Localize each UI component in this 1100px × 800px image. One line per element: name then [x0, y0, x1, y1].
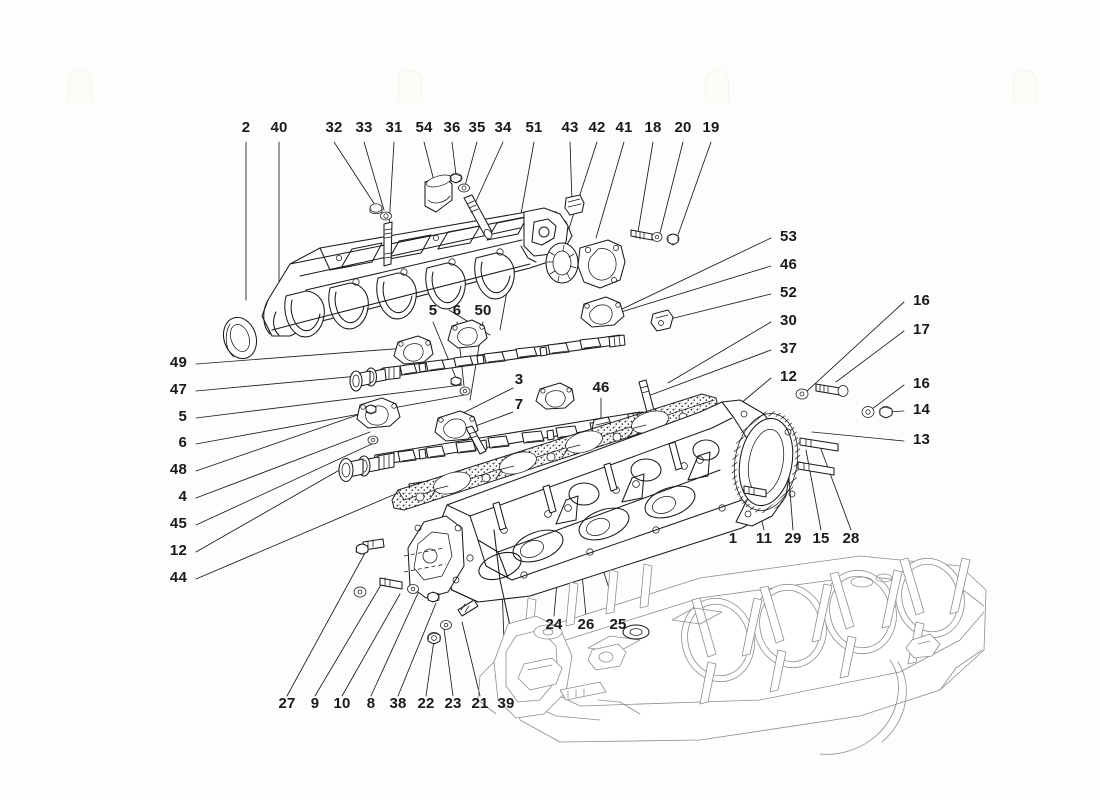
callout-label-23: 23 [444, 695, 462, 712]
callout-label-40: 40 [270, 119, 288, 136]
callout-label-38: 38 [389, 695, 407, 712]
callout-label-9: 9 [310, 695, 320, 712]
callout-label-8: 8 [366, 695, 376, 712]
callout-label-1: 1 [728, 530, 738, 547]
callout-label-34: 34 [494, 119, 512, 136]
callout-label-4: 4 [178, 488, 187, 505]
callout-label-36: 36 [443, 119, 461, 136]
sealing-plate [622, 624, 650, 640]
callout-label-49: 49 [169, 354, 187, 371]
front-cover-assembly [477, 615, 907, 755]
callout-label-24: 24 [545, 616, 563, 633]
callout-label-15: 15 [812, 530, 830, 547]
small-hardware-top [222, 173, 680, 360]
callout-label-44: 44 [169, 569, 187, 586]
callout-label-19: 19 [702, 119, 720, 136]
callout-label-30: 30 [780, 312, 798, 329]
callout-label-2: 2 [241, 119, 251, 136]
callout-label-47: 47 [169, 381, 187, 398]
callout-label-22: 22 [417, 695, 435, 712]
callout-label-50: 50 [474, 302, 492, 319]
callout-label-43: 43 [561, 119, 579, 136]
callout-label-48: 48 [169, 461, 187, 478]
callout-label-12: 12 [169, 542, 187, 559]
callout-label-41: 41 [615, 119, 633, 136]
punch-mark [68, 70, 92, 101]
callout-label-14: 14 [913, 401, 931, 418]
callout-label-26: 26 [577, 616, 595, 633]
punch-mark [705, 70, 729, 101]
engine-block-background [511, 555, 987, 743]
camshaft-upper [349, 334, 626, 392]
callout-label-3: 3 [514, 371, 524, 388]
callout-label-5: 5 [428, 302, 438, 319]
callout-label-52: 52 [780, 284, 798, 301]
callout-label-25: 25 [609, 616, 627, 633]
camshaft-lower [338, 411, 645, 483]
callout-label-35: 35 [468, 119, 486, 136]
callout-label-32: 32 [325, 119, 343, 136]
punch-mark [398, 70, 422, 101]
callout-label-39: 39 [497, 695, 515, 712]
callout-label-45: 45 [169, 515, 187, 532]
callout-label-27: 27 [278, 695, 296, 712]
callout-label-37: 37 [780, 340, 798, 357]
callout-label-53: 53 [780, 228, 798, 245]
callout-label-12: 12 [780, 368, 798, 385]
callout-label-54: 54 [415, 119, 433, 136]
leader-lines-far-right [805, 301, 905, 442]
cylinder-head [403, 399, 801, 603]
callout-label-17: 17 [913, 321, 931, 338]
leader-lines-left [195, 345, 465, 580]
callout-label-13: 13 [913, 431, 931, 448]
leader-lines-right [594, 237, 772, 405]
callout-label-5: 5 [178, 408, 187, 425]
callout-label-16: 16 [913, 292, 931, 309]
lower-hardware [353, 529, 511, 645]
head-mounting-hardware [743, 383, 893, 498]
camshaft-housing [261, 207, 573, 338]
camshaft-bearing-caps [356, 296, 625, 442]
punch-mark [1013, 70, 1037, 101]
callout-label-51: 51 [525, 119, 543, 136]
callout-label-6: 6 [178, 434, 187, 451]
callout-label-11: 11 [755, 530, 773, 547]
callout-label-42: 42 [588, 119, 606, 136]
callout-label-7: 7 [514, 396, 524, 413]
callout-label-20: 20 [674, 119, 692, 136]
callout-label-18: 18 [644, 119, 662, 136]
callout-label-28: 28 [842, 530, 860, 547]
callout-label-46: 46 [592, 379, 610, 396]
callout-label-10: 10 [333, 695, 351, 712]
callout-label-29: 29 [784, 530, 802, 547]
callout-label-16: 16 [913, 375, 931, 392]
callout-label-46: 46 [780, 256, 798, 273]
callout-label-33: 33 [355, 119, 373, 136]
callout-label-21: 21 [471, 695, 489, 712]
leader-lines-top [245, 141, 712, 331]
callout-label-6: 6 [452, 302, 462, 319]
callout-label-31: 31 [385, 119, 403, 136]
